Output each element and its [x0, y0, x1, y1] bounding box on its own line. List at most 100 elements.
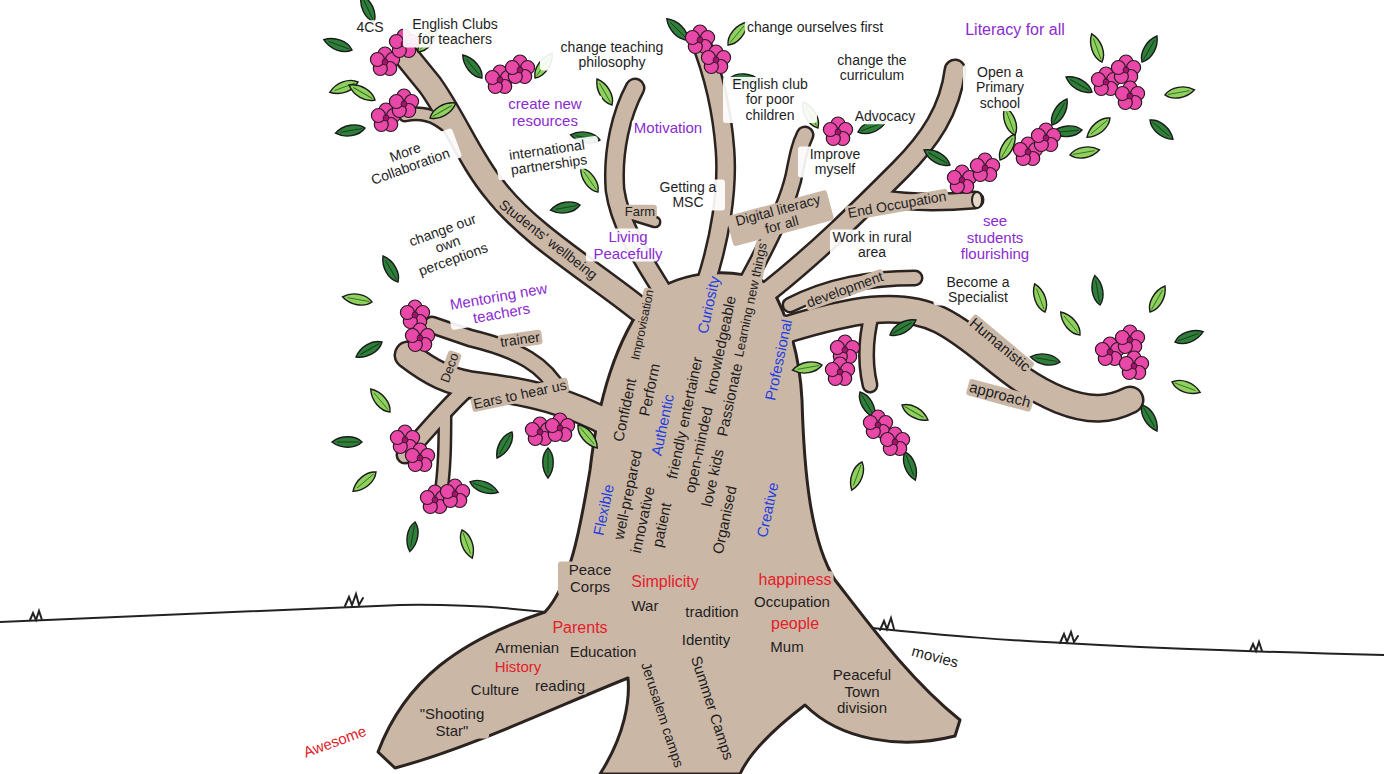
tree-art-part [1084, 114, 1114, 141]
tree-art-part [322, 35, 354, 55]
tree-art-part [1119, 351, 1148, 380]
tree-label: Improve myself [798, 147, 872, 178]
tree-label: Confident [610, 375, 640, 445]
tree-art-part [825, 357, 854, 386]
tree-art-part [1173, 327, 1205, 347]
tree-label: Advocacy [853, 109, 918, 124]
blossoms [370, 25, 1148, 514]
tree-label: History [493, 659, 544, 676]
tree-art-part [899, 400, 930, 424]
tree-art-part [505, 55, 534, 84]
tree-art-part [880, 427, 909, 456]
tree-label: reading [533, 678, 587, 695]
tree-art-part [1090, 275, 1106, 306]
tree-label: development [803, 268, 887, 311]
tree-art-part [367, 386, 394, 416]
tree-art-part [785, 309, 1130, 408]
cut-branch-end [972, 192, 982, 208]
tree-label: Creative [753, 479, 782, 541]
tree-label: Peace Corps [558, 562, 622, 595]
tree-art-part [405, 521, 421, 552]
branch-fills [405, 40, 1130, 500]
tree-label: English Clubs for teachers [403, 17, 507, 48]
tree-label: Improvisation [629, 287, 658, 363]
tree-art-part [1147, 116, 1177, 143]
tree-art-part [880, 618, 894, 630]
tree-label: Occupation [752, 594, 832, 611]
tree-label: tradition [683, 604, 740, 621]
tree-label: Motivation [632, 120, 704, 137]
tree-art-part [574, 422, 601, 452]
tree-art-part [468, 477, 500, 497]
tree-art-part [701, 45, 730, 74]
tree-label: War [630, 598, 661, 615]
tree-label: Become a Specialist [934, 275, 1023, 306]
tree-label: Professional [762, 316, 796, 404]
tree-art-part [459, 52, 486, 82]
tree-label: Education [568, 644, 639, 661]
tree-label: Simplicity [629, 573, 701, 591]
tree-label: create new resources [488, 96, 602, 129]
tree-art-part [492, 429, 516, 460]
tree-art-part [700, 40, 726, 285]
tree-label: Literacy for all [963, 21, 1067, 39]
tree-label: Awesome [299, 722, 370, 761]
tree-art-part [1087, 32, 1107, 64]
tree-art-part [847, 460, 867, 492]
tree-art-part [405, 323, 434, 352]
tree-label: English club for poor children [723, 77, 817, 123]
tree-art-part [576, 164, 602, 195]
tree-label: Getting a MSC [651, 180, 725, 211]
tree-art-part [353, 337, 384, 361]
tree-art-part [346, 80, 377, 104]
tree-label: see students flourishing [951, 213, 1040, 263]
tree-art-part [1031, 123, 1060, 152]
tree-art-part [30, 611, 42, 620]
tree-label: Ears to hear us [470, 377, 570, 413]
tree-label: Mum [768, 639, 805, 656]
tree-art-part [408, 58, 640, 310]
tree-art-part [350, 468, 380, 495]
tree-art-part [1137, 402, 1161, 433]
tree-label: End Occupation [845, 188, 950, 221]
leaves [322, 0, 1205, 560]
tree-art-part [457, 528, 477, 560]
tree-art-part [345, 594, 363, 606]
tree-label: Culture [469, 682, 521, 699]
tree-art-part [872, 628, 1384, 655]
tree-art-part [1047, 96, 1071, 127]
tree-label: Identity [680, 632, 732, 649]
tree-label: movies [908, 642, 962, 671]
tree-art-part [1115, 325, 1144, 354]
tree-label: "Shooting Star" [415, 706, 489, 739]
tree-art-part [342, 292, 373, 308]
tree-art-part [700, 40, 726, 285]
tree-label: change teaching philosophy [540, 40, 684, 71]
tree-art-part [543, 448, 554, 478]
tree-art-part [921, 145, 952, 169]
tree-art-part [405, 443, 434, 472]
tree-label: Armenian [493, 640, 561, 657]
tree-art-part [1111, 55, 1140, 84]
tree-art-part [1069, 145, 1100, 161]
tree-label: people [769, 615, 821, 633]
tree-label: Farm [623, 205, 657, 219]
tree-art-part [823, 117, 852, 146]
tree-label: Mentoring new teachers [446, 280, 554, 331]
tree-art-part [1115, 81, 1144, 110]
tree-label: Deco [437, 349, 462, 386]
tree-label: Digital literacy for all [726, 190, 834, 247]
tree-art-part [1060, 632, 1078, 643]
tree-art-part [887, 315, 918, 339]
tree-label: 4CS [354, 20, 385, 35]
tree-art-part [400, 300, 429, 329]
tree-art-part [1250, 642, 1262, 651]
tree-art-part [389, 89, 418, 118]
tree-art-part [1145, 283, 1169, 314]
tree-label: Living Peacefully [586, 229, 670, 262]
tree-art-part [427, 98, 458, 122]
tree-art-part [1137, 33, 1161, 64]
tree-art-part [378, 253, 402, 284]
